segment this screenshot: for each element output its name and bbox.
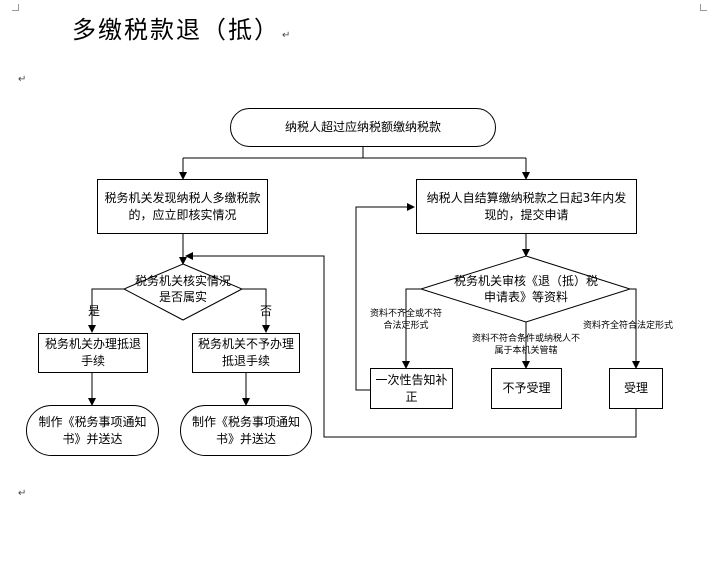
start-node-label: 纳税人超过应纳税额缴纳税款 — [284, 120, 441, 134]
verify-decision-label: 税务机关核实情况是否属实 — [135, 274, 232, 304]
reject-label: 不予受理 — [502, 381, 551, 395]
edge-complete — [630, 288, 640, 369]
reject-node: 不予受理 — [491, 368, 562, 409]
taxpayer-apply-label: 纳税人自结算缴纳税款之日起3年内发现的，提交申请 — [426, 190, 627, 222]
page-title: 多缴税款退（抵）↵ — [72, 14, 290, 52]
review-decision-label: 税务机关审核《退（抵）税申请表》等资料 — [453, 274, 598, 304]
tax-found-node: 税务机关发现纳税人多缴税款的，应立即核实情况 — [97, 179, 268, 234]
taxpayer-apply-node: 纳税人自结算缴纳税款之日起3年内发现的，提交申请 — [416, 179, 637, 234]
complete-label: 资料齐全符合法定形式 — [583, 321, 674, 331]
yes-label: 是 — [88, 304, 101, 318]
no-refund-node: 税务机关不予办理抵退手续 — [192, 333, 300, 373]
paragraph-mark-icon: ↵ — [18, 488, 27, 499]
notice-left-node: 制作《税务事项通知书》并送达 — [26, 405, 159, 456]
no-label: 否 — [260, 304, 273, 318]
page-corner-mark-right — [700, 4, 707, 11]
page-title-text: 多缴税款退（抵） — [72, 16, 280, 44]
accept-node: 受理 — [609, 368, 663, 409]
notify-once-label: 一次性告知补正 — [375, 372, 448, 404]
edge-incomplete — [402, 288, 421, 369]
tax-found-label: 税务机关发现纳税人多缴税款的，应立即核实情况 — [104, 190, 261, 222]
page-corner-mark-left — [12, 4, 19, 11]
notice-right-label: 制作《税务事项通知书》并送达 — [191, 414, 300, 446]
ineligible-label: 资料不符合条件或纳税人不属于本机关管辖 — [471, 334, 580, 356]
process-refund-node: 税务机关办理抵退手续 — [38, 333, 148, 373]
edge-verify-yes — [88, 288, 124, 333]
notice-right-node: 制作《税务事项通知书》并送达 — [180, 405, 312, 456]
start-node: 纳税人超过应纳税额缴纳税款 — [230, 108, 496, 147]
accept-label: 受理 — [623, 381, 648, 395]
notice-left-label: 制作《税务事项通知书》并送达 — [38, 414, 147, 446]
edge-start-split — [183, 147, 526, 159]
paragraph-mark-icon: ↵ — [18, 74, 27, 85]
process-refund-label: 税务机关办理抵退手续 — [44, 337, 141, 368]
edge-verify-no — [242, 288, 270, 333]
incomplete-label: 资料不齐全或不符合法定形式 — [370, 309, 443, 331]
no-refund-label: 税务机关不予办理抵退手续 — [197, 337, 294, 368]
edge-accept-loop — [185, 252, 637, 438]
review-decision-diamond — [419, 255, 632, 323]
notify-once-node: 一次性告知补正 — [370, 368, 453, 409]
verify-decision-diamond — [122, 263, 244, 321]
edge-resubmit-loop — [355, 203, 415, 391]
paragraph-mark-icon: ↵ — [282, 30, 291, 41]
